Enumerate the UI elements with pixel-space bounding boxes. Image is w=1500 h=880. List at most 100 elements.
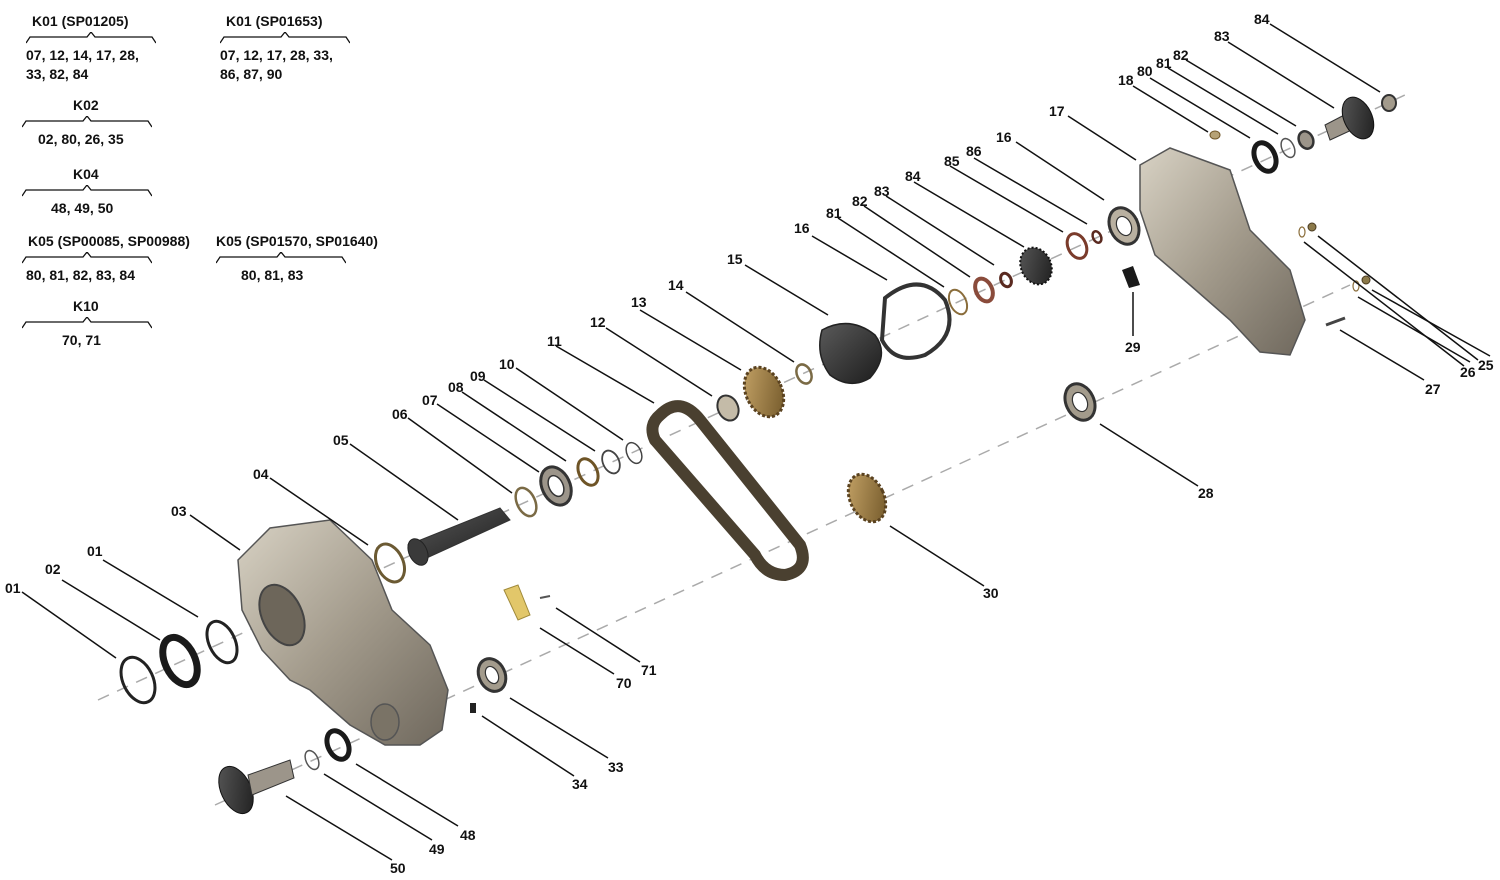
kit-title: K05 (SP00085, SP00988) bbox=[28, 233, 190, 249]
part-flange bbox=[247, 759, 295, 796]
part-ring bbox=[576, 457, 600, 487]
leader-line bbox=[323, 773, 433, 841]
callout-90: 86 bbox=[966, 143, 982, 159]
leader-line bbox=[885, 195, 995, 266]
part-ring bbox=[514, 486, 538, 518]
callout-01: 01 bbox=[87, 543, 103, 559]
callout-05: 05 bbox=[333, 432, 349, 448]
part-ring bbox=[795, 363, 813, 385]
part-ring bbox=[304, 749, 320, 771]
part-seal bbox=[159, 633, 201, 689]
leader-line bbox=[269, 477, 369, 546]
part-ring bbox=[947, 288, 969, 316]
callout-15: 15 bbox=[727, 251, 743, 267]
callout-34: 34 bbox=[572, 776, 588, 792]
callout-04: 04 bbox=[253, 466, 269, 482]
part-bolt bbox=[1325, 316, 1346, 327]
leader-line bbox=[1015, 141, 1105, 201]
kit-brace bbox=[216, 252, 346, 264]
part-chain bbox=[646, 400, 809, 582]
callout-18: 17 bbox=[1049, 103, 1065, 119]
leader-line bbox=[61, 579, 161, 641]
leader-line bbox=[1303, 241, 1465, 367]
callout-27: 27 bbox=[1425, 381, 1441, 397]
leader-line bbox=[461, 391, 567, 462]
part-snap-ring bbox=[119, 655, 157, 705]
callout-02: 02 bbox=[45, 561, 61, 577]
kit-parts-line: 07, 12, 17, 28, 33, bbox=[220, 47, 333, 63]
leader-line bbox=[481, 715, 575, 777]
kit-brace bbox=[220, 32, 350, 44]
leader-line bbox=[102, 559, 199, 618]
part-sprocket bbox=[742, 365, 786, 419]
callout-28: 28 bbox=[1198, 485, 1214, 501]
part-differential bbox=[819, 322, 883, 384]
callout-10: 10 bbox=[499, 356, 515, 372]
callout-16: 16 bbox=[794, 220, 810, 236]
callout-25: 25 bbox=[1478, 357, 1494, 373]
kit-k05-sp00085: K05 (SP00085, SP00988) 80, 81, 82, 83, 8… bbox=[22, 232, 222, 285]
part-snap-ring bbox=[205, 619, 239, 665]
part-plug bbox=[1209, 130, 1221, 140]
part-ring bbox=[1091, 230, 1103, 244]
leader-line bbox=[973, 157, 1088, 225]
part-pin bbox=[539, 595, 551, 599]
kit-title: K10 bbox=[73, 298, 99, 314]
part-hub bbox=[1019, 246, 1053, 286]
kit-parts-line: 80, 81, 83 bbox=[241, 267, 304, 283]
part-sprocket bbox=[846, 472, 888, 524]
part-ring bbox=[1065, 232, 1089, 260]
kit-title: K01 (SP01205) bbox=[32, 13, 129, 29]
kit-parts-line: 48, 49, 50 bbox=[51, 200, 114, 216]
leader-line bbox=[1149, 77, 1251, 139]
part-ring bbox=[1352, 280, 1360, 292]
part-bearing-bore bbox=[1071, 391, 1089, 413]
callout-03: 03 bbox=[171, 503, 187, 519]
callout-26: 26 bbox=[1460, 364, 1476, 380]
leader-line bbox=[555, 345, 655, 404]
callout-84: 84 bbox=[1254, 11, 1270, 27]
callout-labels: 01 01 02 03 04 05 06 07 08 09 10 11 12 1… bbox=[5, 11, 1494, 876]
part-front-case-bore bbox=[258, 583, 306, 647]
part-ring bbox=[1298, 226, 1306, 238]
leader-line bbox=[1167, 67, 1279, 135]
leader-line bbox=[913, 181, 1025, 248]
callout-08: 08 bbox=[448, 379, 464, 395]
kit-parts-line: 07, 12, 14, 17, 28, bbox=[26, 47, 139, 63]
leader-line bbox=[407, 417, 513, 494]
part-ring bbox=[625, 441, 643, 465]
callout-01: 01 bbox=[5, 580, 21, 596]
callout-81: 81 bbox=[1156, 55, 1172, 71]
leader-line bbox=[1269, 23, 1381, 93]
part-seal bbox=[324, 728, 352, 762]
callout-82: 82 bbox=[1173, 47, 1189, 63]
parts bbox=[119, 94, 1397, 815]
part-ring bbox=[999, 271, 1013, 289]
part-ring bbox=[973, 276, 995, 304]
leader-line bbox=[1067, 115, 1137, 161]
leader-line bbox=[863, 205, 971, 278]
callout-89: 85 bbox=[944, 153, 960, 169]
kit-parts-line: 80, 81, 82, 83, 84 bbox=[26, 267, 135, 283]
leader-line bbox=[189, 514, 241, 551]
kit-brace bbox=[26, 32, 156, 44]
part-ring bbox=[373, 542, 407, 584]
kit-k05-sp01570: K05 (SP01570, SP01640) 80, 81, 83 bbox=[216, 232, 416, 285]
leader-line bbox=[509, 697, 609, 759]
callout-17: 16 bbox=[996, 129, 1012, 145]
leader-line bbox=[1227, 41, 1335, 109]
callout-30: 30 bbox=[983, 585, 999, 601]
callout-07: 07 bbox=[422, 392, 438, 408]
part-block bbox=[1122, 266, 1140, 288]
callout-29: 29 bbox=[1125, 339, 1141, 355]
callout-33: 33 bbox=[608, 759, 624, 775]
leader-line bbox=[1371, 289, 1491, 357]
callout-13: 13 bbox=[631, 294, 647, 310]
kit-parts-line: 02, 80, 26, 35 bbox=[38, 131, 124, 147]
part-ring bbox=[601, 449, 621, 475]
leader-line bbox=[811, 235, 888, 281]
kit-parts-line: 33, 82, 84 bbox=[26, 66, 89, 82]
part-plug bbox=[1307, 222, 1317, 232]
callout-19: 18 bbox=[1118, 72, 1134, 88]
callout-85: 81 bbox=[826, 205, 842, 221]
